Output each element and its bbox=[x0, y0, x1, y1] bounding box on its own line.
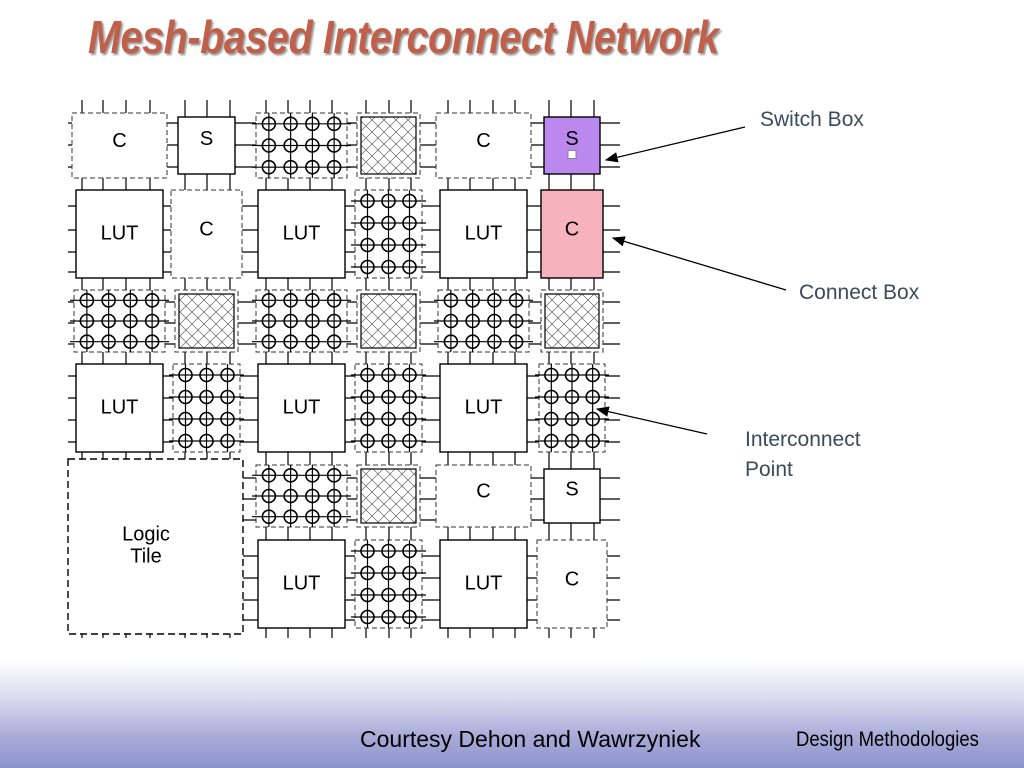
lut-box bbox=[257, 539, 346, 629]
section-label: Design Methodologies bbox=[796, 728, 979, 751]
interconnect-point-line1: Interconnect bbox=[745, 428, 861, 451]
switch-box bbox=[177, 116, 236, 175]
switch-box-label: S bbox=[565, 128, 578, 150]
crossbar-switch bbox=[360, 468, 417, 524]
lut-label: LUT bbox=[283, 572, 321, 594]
connect-box-label: C bbox=[565, 568, 579, 590]
interconnect-point-arrow bbox=[595, 406, 708, 435]
connect-box bbox=[435, 112, 532, 179]
lut-box bbox=[439, 363, 528, 453]
crossbar-switch bbox=[544, 293, 600, 349]
connect-box-label: C bbox=[565, 218, 579, 240]
switch-box-label: S bbox=[200, 128, 213, 150]
lut-box bbox=[439, 189, 528, 279]
lut-label: LUT bbox=[465, 572, 503, 594]
lut-label: LUT bbox=[283, 222, 321, 244]
lut-box bbox=[439, 539, 528, 629]
connect-box-label: C bbox=[112, 130, 126, 152]
crossbar-switch bbox=[178, 293, 235, 349]
lut-label: LUT bbox=[283, 396, 321, 418]
connect-box bbox=[435, 464, 532, 528]
lut-box bbox=[75, 189, 164, 279]
slide-title: Mesh-based Interconnect Network bbox=[88, 11, 719, 63]
crossbar-switch bbox=[360, 293, 417, 349]
lut-box bbox=[75, 363, 164, 453]
interconnect-point-line2: Point bbox=[745, 458, 793, 481]
connect-box-arrow bbox=[611, 236, 787, 291]
crossbar-switch bbox=[360, 116, 417, 175]
lut-label: LUT bbox=[465, 222, 503, 244]
switch-box-arrow bbox=[604, 126, 746, 163]
connect-box bbox=[540, 189, 604, 279]
interconnect-point-callout: Interconnect Point bbox=[745, 425, 861, 485]
callout-arrows bbox=[595, 126, 787, 435]
switch-box-callout: Switch Box bbox=[760, 108, 864, 131]
switch-box bbox=[543, 116, 601, 175]
logic-tile-label-line2: Tile bbox=[130, 545, 161, 567]
switch-box bbox=[543, 468, 601, 524]
switch-box-label: S bbox=[565, 478, 578, 500]
lut-label: LUT bbox=[101, 222, 139, 244]
connect-box-label: C bbox=[476, 480, 490, 502]
lut-box bbox=[257, 363, 346, 453]
lut-box bbox=[257, 189, 346, 279]
credit-text: Courtesy Dehon and Wawrzyniek bbox=[360, 726, 701, 752]
footer-band bbox=[0, 660, 1024, 768]
connect-box-callout: Connect Box bbox=[799, 281, 920, 304]
connect-box-label: C bbox=[199, 218, 213, 240]
connect-box bbox=[536, 539, 608, 629]
logic-tile bbox=[67, 458, 244, 635]
switch-marker bbox=[567, 150, 577, 159]
connect-box bbox=[71, 112, 168, 179]
lut-label: LUT bbox=[101, 396, 139, 418]
connect-box-label: C bbox=[476, 130, 490, 152]
connect-box bbox=[170, 189, 243, 279]
logic-tile-label-line1: Logic bbox=[122, 523, 170, 545]
lut-label: LUT bbox=[465, 396, 503, 418]
